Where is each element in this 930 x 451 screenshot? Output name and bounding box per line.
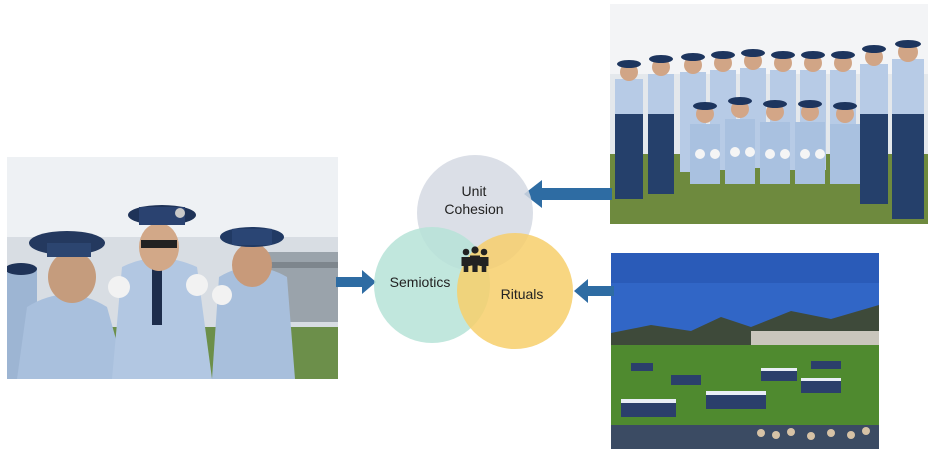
arrow-left-icon (574, 279, 614, 303)
arrow-right-icon (336, 270, 376, 294)
cadet-group-portrait-photo (610, 4, 928, 224)
cadets-pinning-ceremony-photo (7, 157, 338, 379)
semiotics-label: Semiotics (390, 274, 451, 290)
parade-field-formation-photo (611, 253, 879, 449)
unit-cohesion-label-line2: Cohesion (444, 201, 503, 217)
rituals-label: Rituals (501, 286, 544, 302)
semiotics-circle (374, 227, 490, 343)
venn-diagram: Unit Cohesion Semiotics Rituals (370, 155, 580, 355)
unit-cohesion-label-line1: Unit (462, 183, 487, 199)
people-group-icon (461, 246, 489, 272)
arrow-left-icon (524, 180, 612, 208)
